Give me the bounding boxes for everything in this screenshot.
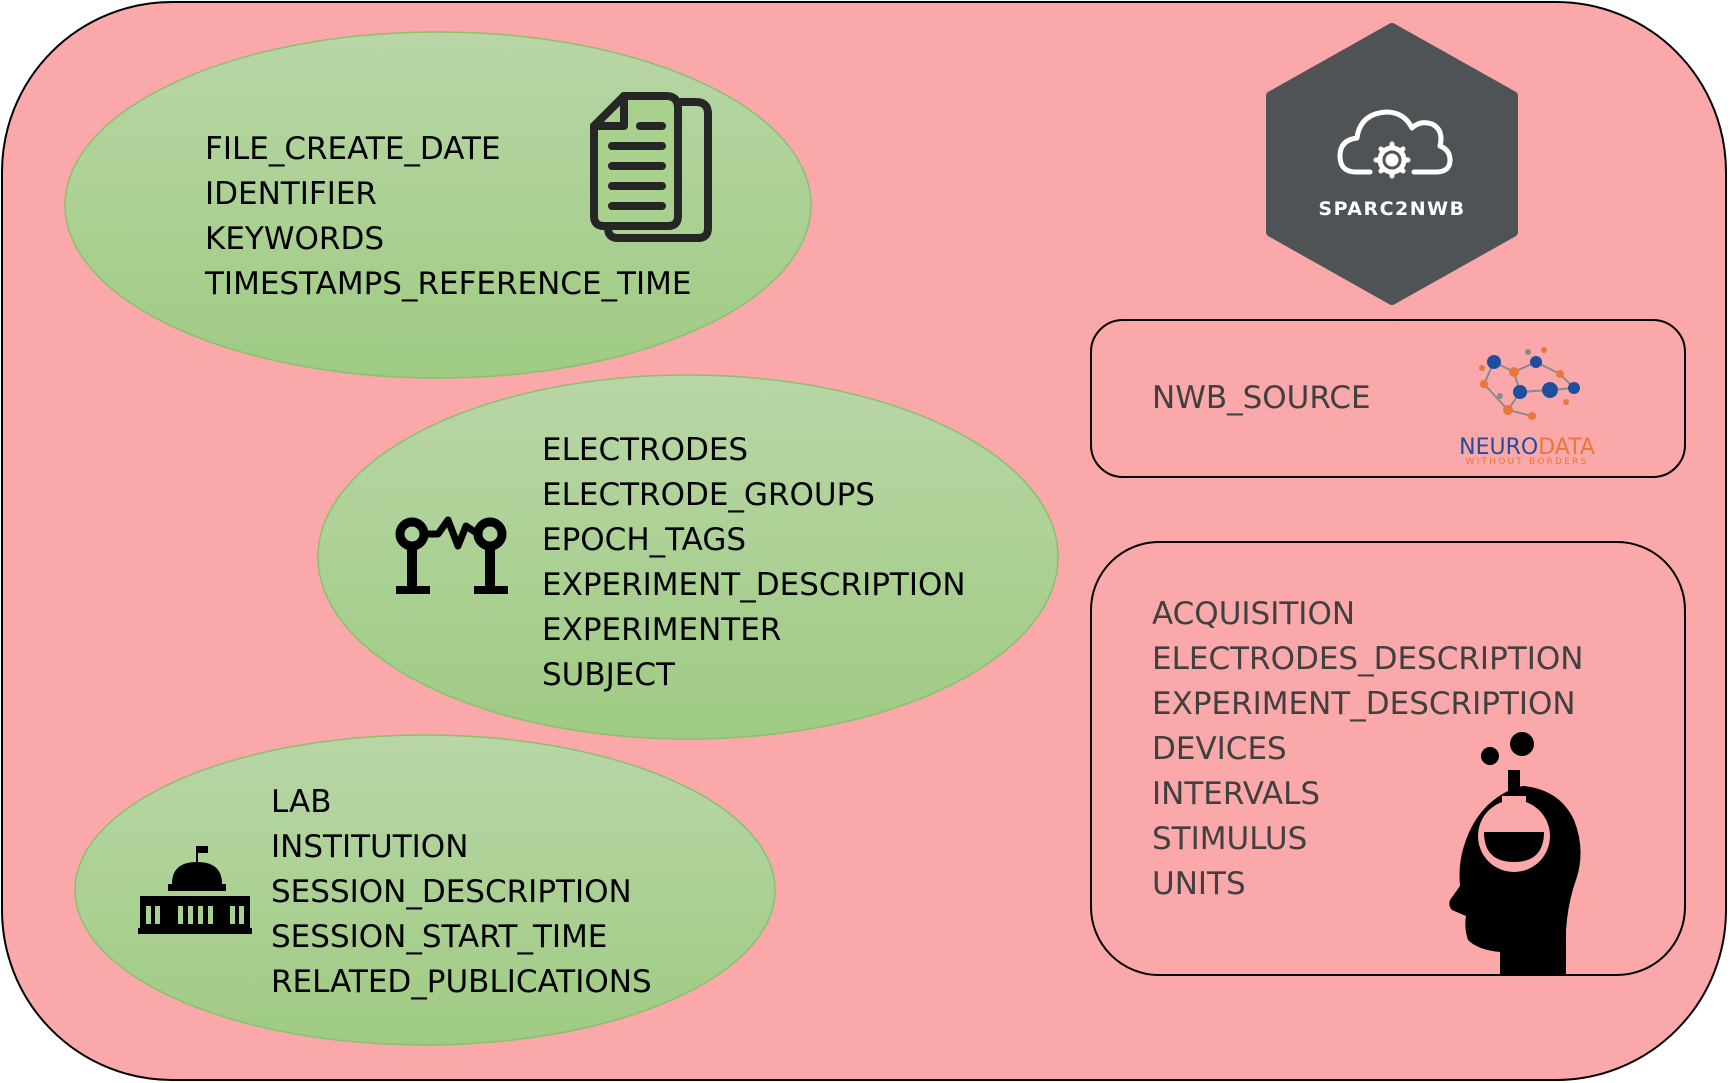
field-label: RELATED_PUBLICATIONS (271, 964, 652, 1000)
field-label: TIMESTAMPS_REFERENCE_TIME (204, 266, 691, 302)
field-label: UNITS (1152, 866, 1246, 902)
group-file-metadata: FILE_CREATE_DATE IDENTIFIER KEYWORDS TIM… (64, 31, 812, 379)
field-label: DEVICES (1152, 731, 1287, 767)
field-label: SESSION_DESCRIPTION (271, 874, 632, 910)
cloud-gear-icon (1337, 109, 1453, 179)
badge-label: SPARC2NWB (1318, 198, 1465, 220)
user-fields-box: ACQUISITION ELECTRODES_DESCRIPTION EXPER… (1090, 541, 1686, 976)
field-label: ELECTRODES_DESCRIPTION (1152, 641, 1583, 677)
electrodes-icon (395, 516, 508, 594)
field-label: SUBJECT (542, 657, 676, 693)
institution-icon (138, 846, 252, 934)
field-label: ACQUISITION (1152, 596, 1355, 632)
field-label: IDENTIFIER (205, 176, 377, 212)
field-label: ELECTRODES (542, 432, 748, 468)
neurodata-network-icon (1479, 347, 1580, 420)
scientist-head-icon (1449, 732, 1581, 975)
neurodata-logo-text: NEURODATA (1459, 435, 1595, 460)
logo-data: DATA (1538, 435, 1595, 460)
field-label: EXPERIMENT_DESCRIPTION (542, 567, 966, 603)
field-label: INTERVALS (1152, 776, 1320, 812)
field-label: EXPERIMENT_DESCRIPTION (1152, 686, 1576, 722)
group-experiment-metadata: ELECTRODES ELECTRODE_GROUPS EPOCH_TAGS E… (317, 374, 1059, 740)
neurodata-logo-subtext: WITHOUT BORDERS (1466, 457, 1589, 467)
field-label: FILE_CREATE_DATE (205, 131, 501, 167)
field-label: ELECTRODE_GROUPS (542, 477, 875, 513)
field-label: NWB_SOURCE (1152, 380, 1371, 416)
group-institution-metadata: LAB INSTITUTION SESSION_DESCRIPTION SESS… (74, 734, 776, 1046)
nwb-source-box: NWB_SOURCE (1090, 319, 1686, 478)
logo-neuro: NEURO (1459, 435, 1538, 460)
field-label: KEYWORDS (205, 221, 384, 257)
field-label: EPOCH_TAGS (542, 522, 746, 558)
field-label: SESSION_START_TIME (271, 919, 607, 955)
group-ellipse (74, 734, 776, 1046)
document-icon (590, 92, 712, 242)
group-ellipse (317, 374, 1059, 740)
sparc2nwb-badge: SPARC2NWB (1266, 23, 1518, 305)
field-label: LAB (271, 784, 331, 820)
field-label: INSTITUTION (271, 829, 468, 865)
group-ellipse (64, 31, 812, 379)
field-label: STIMULUS (1152, 821, 1307, 857)
field-label: EXPERIMENTER (542, 612, 781, 648)
